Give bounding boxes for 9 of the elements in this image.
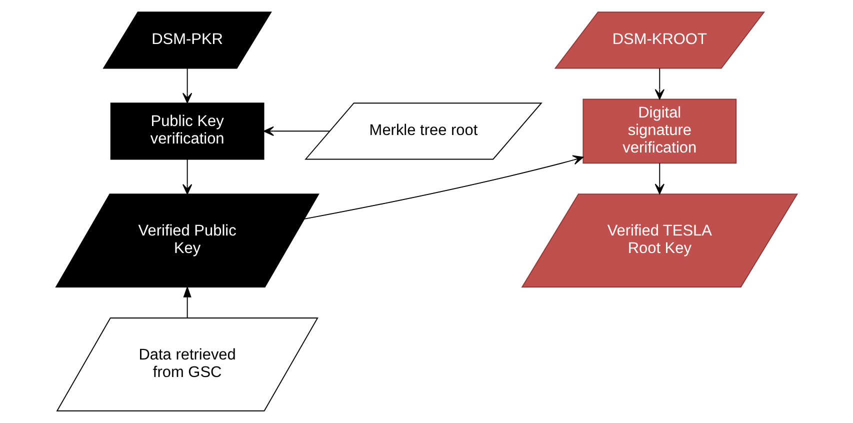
arrow [304, 155, 584, 220]
node-box: Public Key verification [110, 102, 264, 160]
arrow [183, 286, 192, 318]
arrow [654, 68, 664, 100]
arrow [263, 126, 330, 136]
node-box: Digital signature verification [582, 98, 737, 164]
arrow [182, 68, 192, 104]
arrow [182, 158, 192, 195]
arrow [654, 162, 664, 194]
